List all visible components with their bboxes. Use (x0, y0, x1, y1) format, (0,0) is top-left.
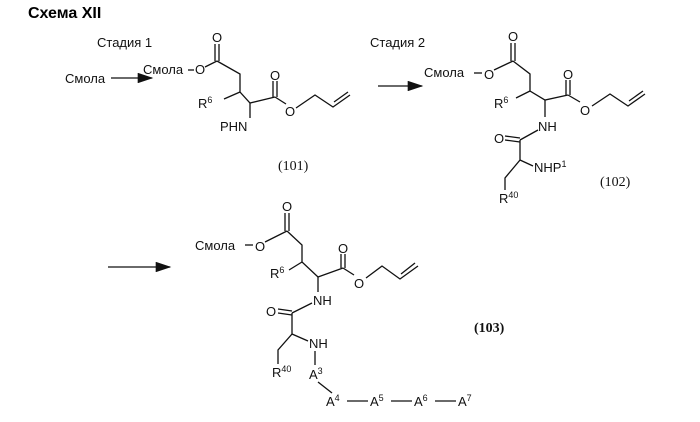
nh-label: NH (309, 336, 328, 351)
r6-label: R6 (494, 95, 508, 111)
bond (224, 92, 240, 99)
double-bond (334, 92, 348, 102)
atom-o: O (484, 67, 494, 82)
bond (318, 382, 332, 393)
stage-2-label: Стадия 2 (370, 35, 425, 50)
atom-o: O (494, 131, 504, 146)
double-bond (629, 91, 643, 101)
allyl-chain (366, 266, 418, 279)
phn-label: PHN (220, 119, 247, 134)
double-bond (278, 313, 292, 315)
a4-label: A4 (326, 393, 340, 409)
atom-o: O (563, 67, 573, 82)
atom-o: O (195, 62, 205, 77)
bond (292, 303, 312, 313)
nh-label: NH (313, 293, 332, 308)
backbone (217, 61, 275, 103)
bond (516, 91, 530, 98)
atom-o: O (508, 29, 518, 44)
bond (292, 334, 308, 341)
compound-number: (103) (474, 321, 505, 336)
backbone (513, 61, 568, 100)
a6-label: A6 (414, 393, 428, 409)
atom-o: O (285, 104, 295, 119)
resin-label: Смола (195, 238, 236, 253)
compound-number: (101) (278, 159, 309, 174)
bond (494, 61, 513, 70)
compound-101: Смола O O R6 O O PHN (101) (143, 30, 350, 174)
bond (520, 160, 533, 166)
atom-o: O (255, 239, 265, 254)
r40-label: R40 (499, 190, 518, 206)
atom-o: O (266, 304, 276, 319)
atom-o: O (354, 276, 364, 291)
nh-label: NH (538, 119, 557, 134)
double-bond (505, 140, 520, 142)
bond (275, 97, 286, 104)
r6-label: R6 (270, 265, 284, 281)
atom-o: O (282, 199, 292, 214)
a5-label: A5 (370, 393, 384, 409)
atom-o: O (580, 103, 590, 118)
double-bond (278, 309, 292, 311)
double-bond (505, 136, 520, 138)
a3-label: A3 (309, 366, 323, 382)
resin-label: Смола (424, 65, 465, 80)
stage-1-label: Стадия 1 (97, 35, 152, 50)
bond (265, 231, 287, 242)
bond (520, 130, 538, 140)
bond (343, 268, 354, 275)
double-bond (401, 263, 415, 274)
atom-o: O (212, 30, 222, 45)
r6-label: R6 (198, 95, 212, 111)
atom-o: O (338, 241, 348, 256)
resin-label: Смола (143, 62, 184, 77)
nhp1-label: NHP1 (534, 159, 566, 175)
side-chain (505, 140, 520, 190)
a7-label: A7 (458, 393, 472, 409)
bond (289, 262, 302, 270)
side-chain (278, 313, 292, 364)
backbone (287, 231, 343, 277)
resin-start-label: Смола (65, 71, 106, 86)
scheme-title: Схема XII (28, 5, 101, 22)
atom-o: O (270, 68, 280, 83)
bond (568, 95, 580, 102)
compound-102: Смола O O R6 O O NH O NHP1 R40 (102) (424, 29, 645, 206)
compound-number: (102) (600, 175, 631, 190)
bond (205, 61, 217, 67)
compound-103: Смола O O R6 O O NH O NH R40 A3 A4 A5 A6 (195, 199, 505, 409)
r40-label: R40 (272, 364, 291, 380)
